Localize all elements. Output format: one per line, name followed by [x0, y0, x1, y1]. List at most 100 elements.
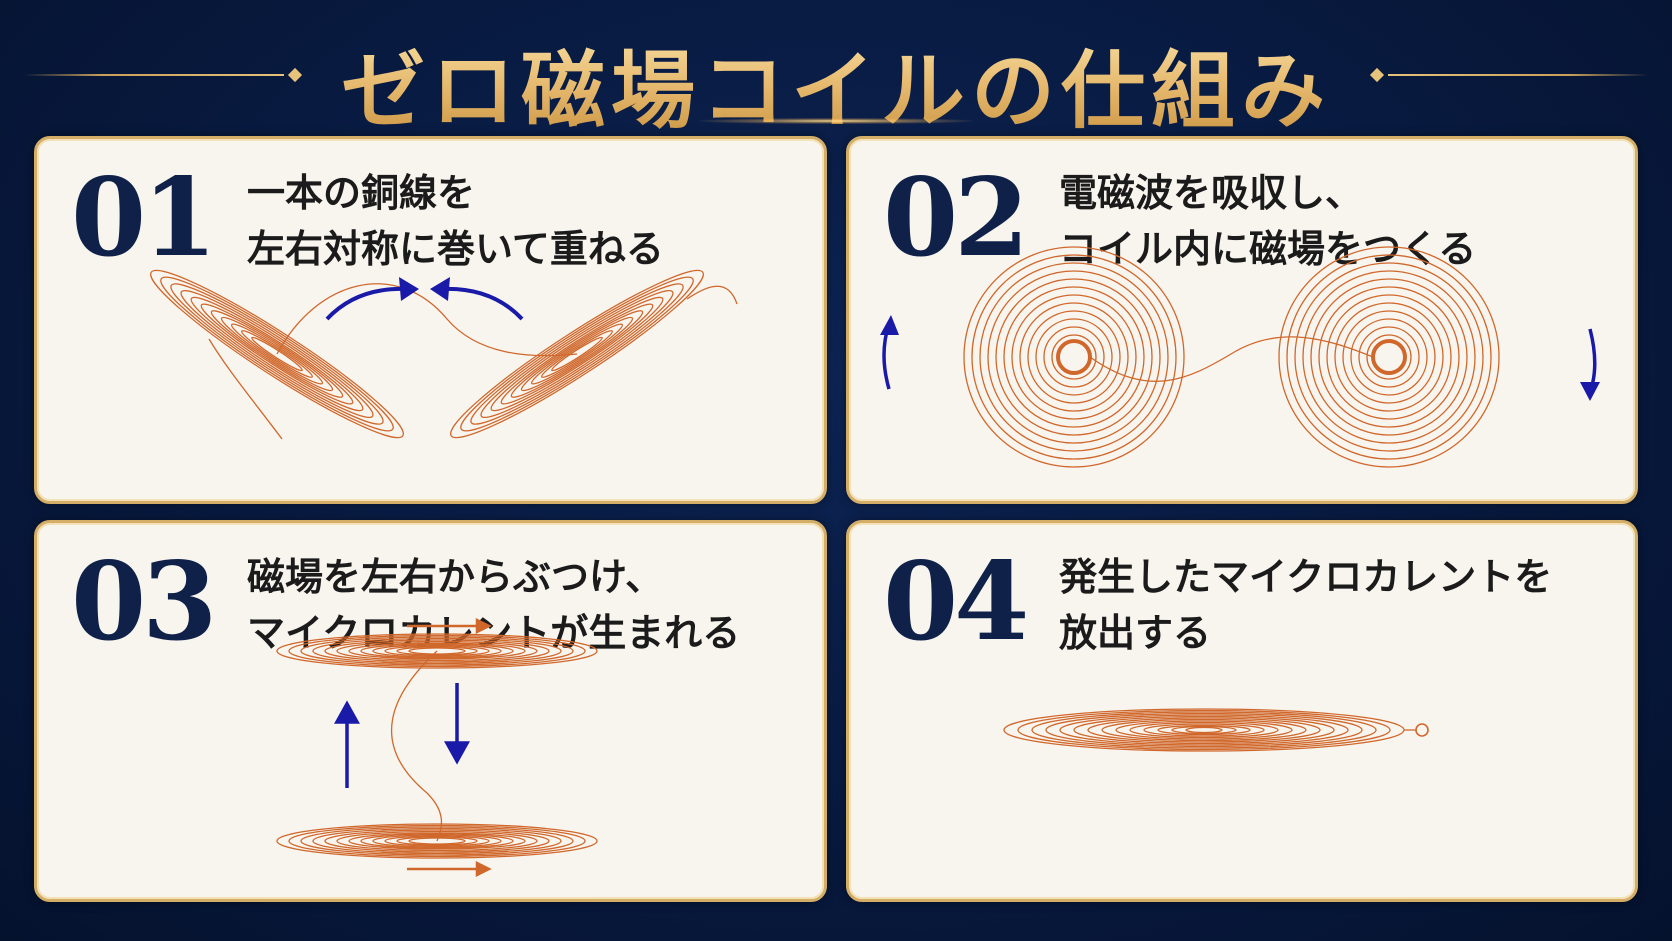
coil-ring — [1342, 310, 1436, 404]
coil-ring — [995, 278, 1153, 436]
coil-ring — [541, 330, 613, 378]
coil-ring — [1318, 286, 1460, 428]
coil-ring — [1019, 302, 1129, 412]
step-description: 電磁波を吸収し、 コイル内に磁場をつくる — [1059, 165, 1476, 277]
coil-ring — [1358, 326, 1420, 388]
coil-ring — [312, 637, 562, 665]
coil-ring — [1286, 254, 1492, 460]
step-number: 01 — [71, 155, 217, 281]
coil-ring — [470, 283, 684, 425]
coil-ring — [1017, 709, 1391, 751]
title-glow — [700, 118, 972, 124]
coil-ring — [979, 262, 1169, 452]
step-number: 03 — [71, 539, 217, 665]
coil-ring — [490, 296, 664, 412]
coil-ring — [180, 289, 374, 419]
step-panel-01: 01 一本の銅線を 左右対称に巻いて重ねる — [34, 136, 827, 504]
coil-ring — [450, 269, 704, 439]
coil-ring — [987, 270, 1161, 444]
coil-ring — [372, 834, 502, 848]
coil-ring — [408, 837, 466, 845]
coil-ring — [336, 830, 538, 852]
step-description-line: 磁場を左右からぶつけ、 — [247, 555, 664, 599]
right-coil-group — [450, 269, 704, 439]
arrowhead-left — [399, 277, 419, 301]
coil-ring — [1051, 334, 1097, 380]
tilted-coils-illustration — [150, 269, 738, 440]
flat-coil-group — [1003, 708, 1429, 752]
coil-ring — [1278, 246, 1500, 468]
coil-ring — [1031, 711, 1377, 749]
coil-ring — [1171, 725, 1237, 735]
coil-ring — [300, 636, 574, 666]
coil-ring — [1027, 310, 1121, 404]
title-divider-right — [1388, 74, 1648, 76]
coil-ring — [1011, 294, 1137, 420]
coil-ring — [396, 836, 478, 846]
flat-coil-illustration — [1003, 708, 1429, 752]
wire-lead-right — [686, 285, 738, 305]
step-description-line: 一本の銅線を — [247, 171, 476, 215]
arrowhead-right — [430, 277, 450, 301]
coil-ring — [551, 336, 603, 372]
title-divider-left — [24, 74, 284, 76]
coil-ring — [1073, 715, 1335, 745]
coil-ring — [324, 639, 550, 663]
coil-ring — [1350, 318, 1428, 396]
coil-ring — [1087, 717, 1321, 743]
coil-ring — [300, 826, 574, 856]
coil-ring — [1129, 721, 1279, 739]
arrowhead-down — [1580, 382, 1600, 401]
rotation-arrow-left — [325, 286, 408, 321]
coil-ring — [276, 823, 598, 859]
coil-ring — [530, 323, 624, 385]
coil-ring — [520, 316, 634, 392]
coil-ring — [324, 829, 550, 853]
coil-ring — [1115, 720, 1293, 740]
rotation-arrow-right — [441, 286, 524, 321]
coil-ring — [1035, 318, 1113, 396]
spiral-coils-illustration — [880, 246, 1600, 468]
coil-ring — [1302, 270, 1476, 444]
coil-ring — [312, 827, 562, 855]
step-panel-04: 04 発生したマイクロカレントを 放出する — [846, 520, 1638, 902]
lower-coil-group — [276, 823, 598, 859]
coil-ring — [360, 833, 514, 849]
stacked-coils-illustration — [276, 617, 598, 878]
coil-ring — [1045, 712, 1363, 748]
coil-ring — [360, 643, 514, 659]
arrowhead-up — [880, 315, 899, 335]
coil-ring — [396, 646, 478, 656]
page-title: ゼロ磁場コイルの仕組み — [0, 24, 1672, 145]
connecting-wire — [390, 650, 443, 842]
coil-ring — [408, 647, 466, 655]
coil-ring — [1003, 286, 1145, 428]
title-row: ゼロ磁場コイルの仕組み — [0, 14, 1672, 140]
coil-ring — [500, 303, 654, 405]
wire-lead-left — [208, 338, 283, 440]
right-spiral-group — [1278, 246, 1500, 468]
coil-ring — [348, 832, 526, 850]
coil-ring — [1366, 334, 1412, 380]
coil-ring — [1043, 326, 1105, 388]
rotation-arrow-down — [1588, 328, 1597, 390]
connecting-wire — [1089, 336, 1374, 382]
arrowhead-bottom — [475, 860, 492, 878]
step-panel-02: 02 電磁波を吸収し、 コイル内に磁場をつくる — [846, 136, 1638, 504]
coil-ring — [1143, 723, 1265, 737]
arrowhead-top — [475, 617, 492, 635]
coil-ring — [1371, 339, 1407, 375]
step-number: 04 — [883, 539, 1029, 665]
wire-end-loop — [1415, 723, 1429, 737]
arrowhead-up — [334, 700, 360, 724]
step-description-line: 左右対称に巻いて重ねる — [247, 227, 664, 271]
step-number: 02 — [883, 155, 1029, 281]
coil-ring — [1334, 302, 1444, 412]
coil-ring — [510, 310, 644, 398]
coil-ring — [1310, 278, 1468, 436]
connecting-wire — [276, 283, 578, 357]
coil-ring — [1056, 339, 1092, 375]
coil-ring — [348, 642, 526, 660]
coil-ring — [480, 289, 674, 419]
coil-ring — [288, 824, 586, 858]
